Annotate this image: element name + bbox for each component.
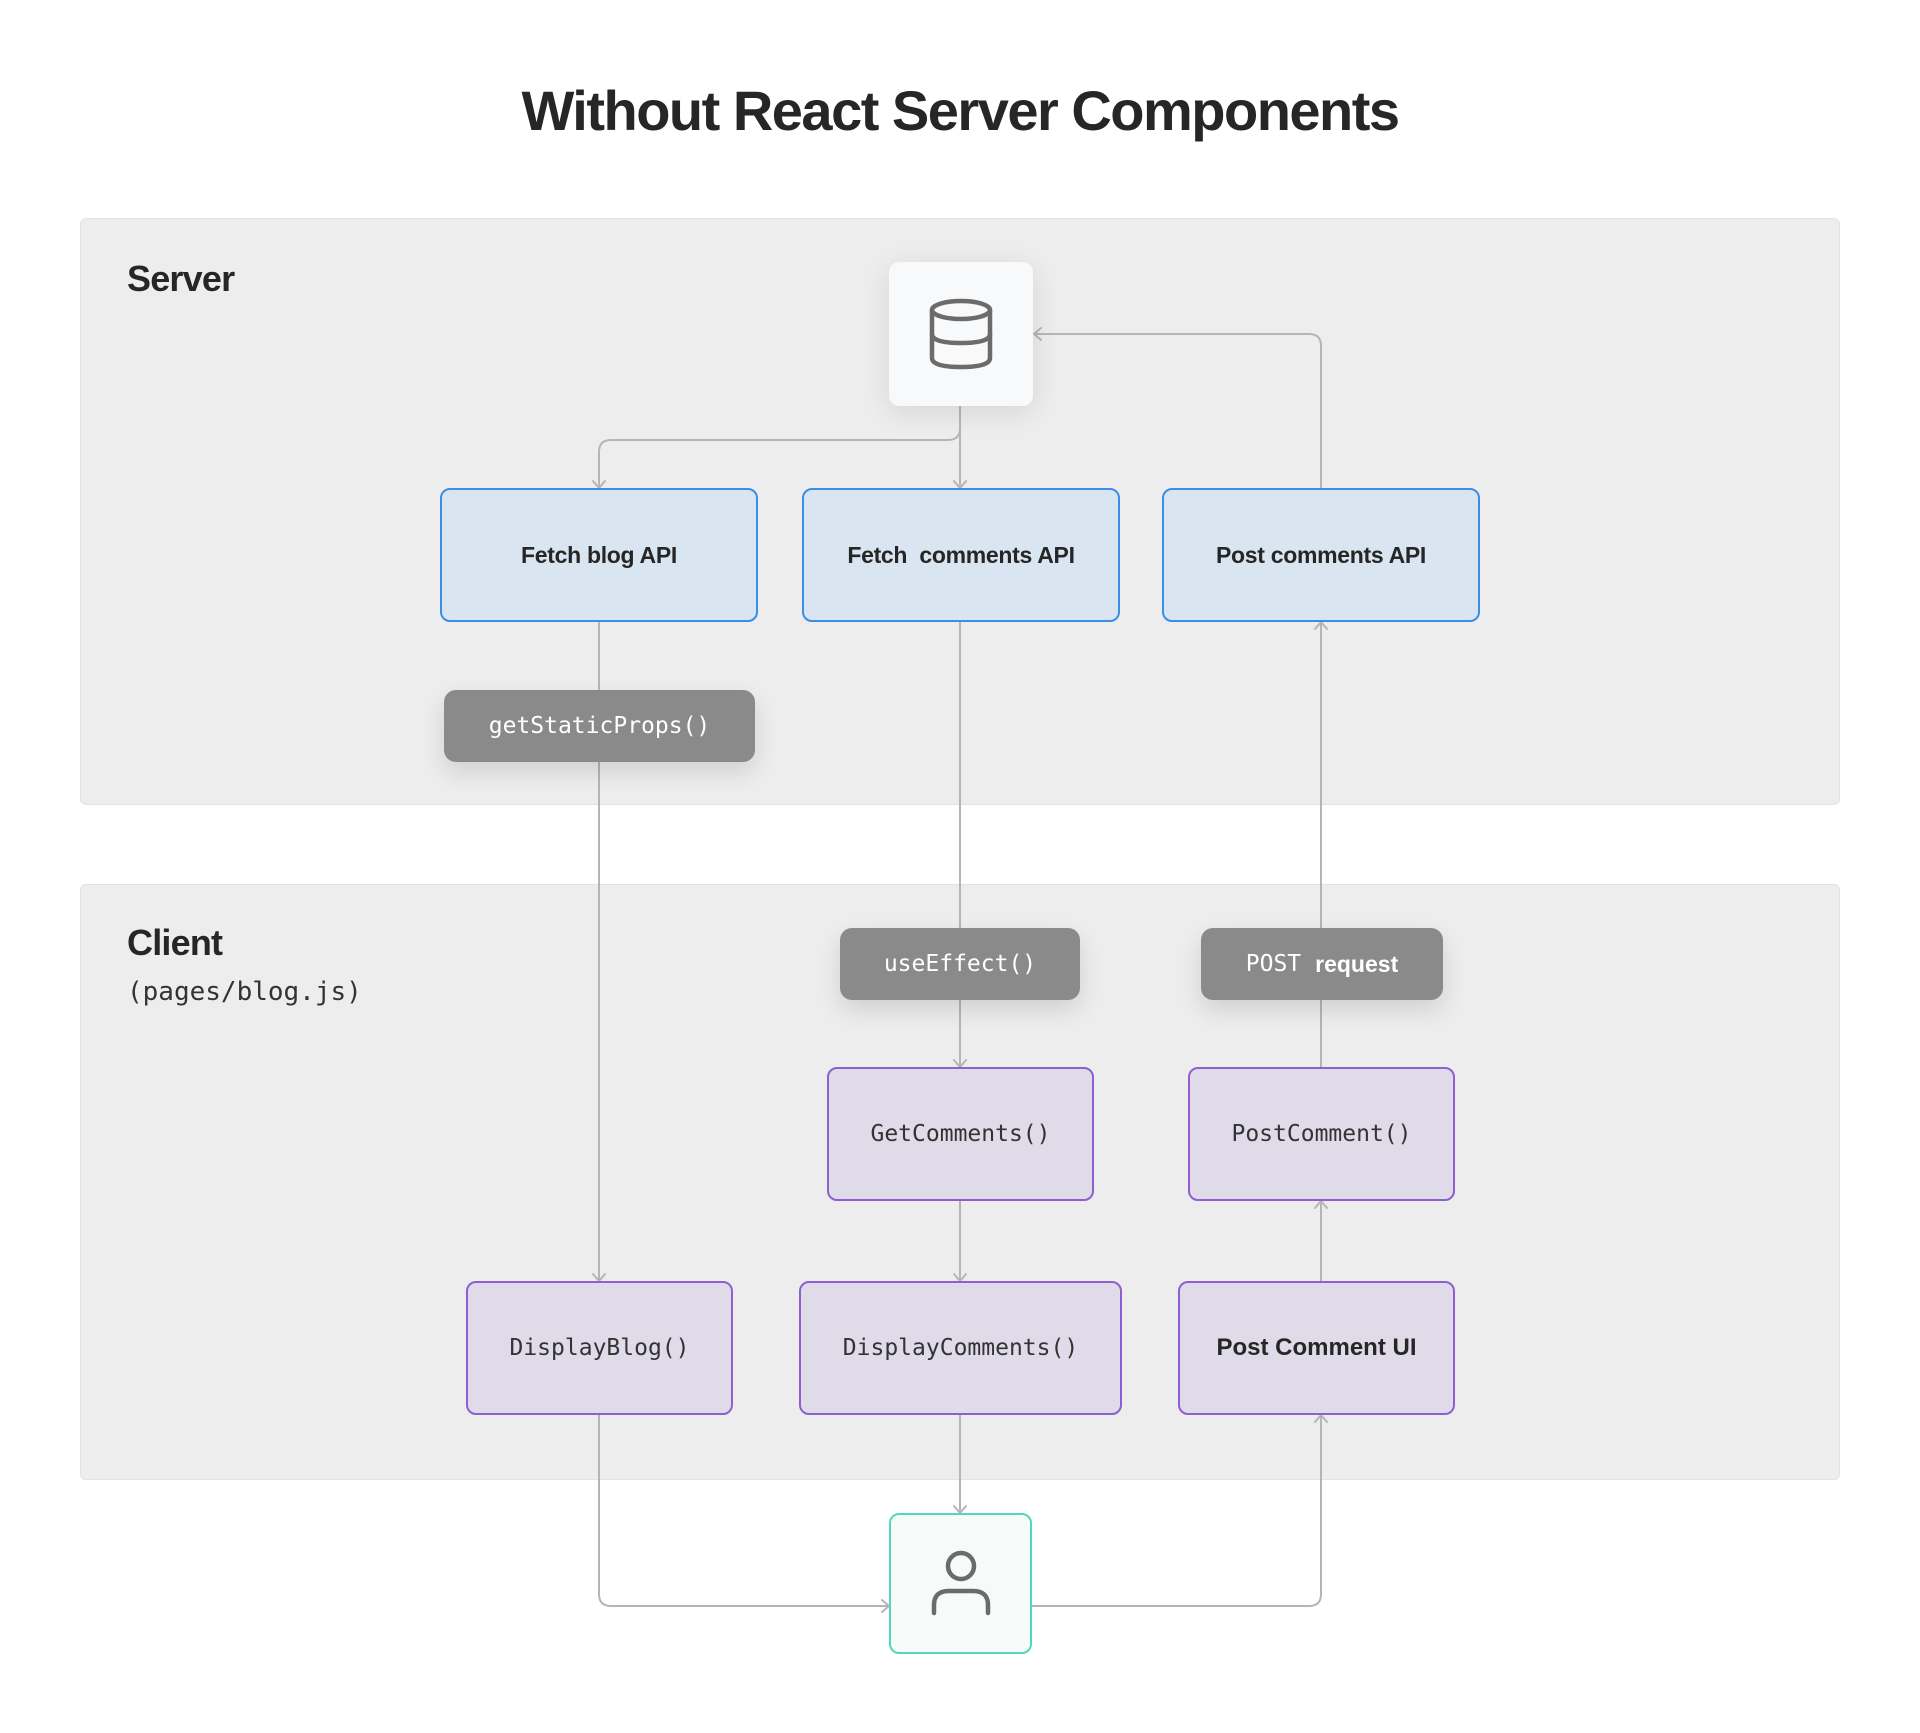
database-node	[889, 262, 1033, 406]
server-panel-label: Server	[127, 258, 235, 299]
user-node	[889, 1513, 1032, 1654]
use-effect-pill: useEffect()	[840, 928, 1080, 1000]
client-panel-sublabel: (pages/blog.js)	[127, 977, 362, 1007]
get-comments-node: GetComments()	[827, 1067, 1094, 1201]
post-request-pill: POST request	[1201, 928, 1443, 1000]
edge-display-blog-to-user	[598, 1414, 890, 1607]
client-panel-label: Client	[127, 922, 223, 963]
page-title: Without React Server Components	[521, 79, 1400, 142]
post-request-label: request	[1315, 950, 1399, 977]
arrowhead	[1314, 1200, 1328, 1209]
post-comment-node: PostComment()	[1188, 1067, 1455, 1201]
user-icon	[931, 1550, 990, 1615]
arrowhead	[1314, 1414, 1328, 1423]
arrowhead	[1314, 621, 1328, 630]
display-blog-node: DisplayBlog()	[466, 1281, 733, 1415]
fetch-blog-api-node: Fetch blog API	[440, 488, 758, 622]
post-request-method: POST	[1245, 951, 1302, 977]
edge-post-comments-to-database	[1033, 333, 1322, 489]
display-comments-node: DisplayComments()	[799, 1281, 1122, 1415]
post-comments-api-node: Post comments API	[1162, 488, 1480, 622]
post-comment-ui-node: Post Comment UI	[1178, 1281, 1455, 1415]
edge-user-to-post-comment-ui	[1031, 1414, 1322, 1607]
fetch-comments-api-node: Fetch comments API	[802, 488, 1120, 622]
database-icon	[929, 298, 993, 370]
arrowhead	[1033, 327, 1042, 341]
edge-database-to-fetch-blog	[598, 405, 961, 489]
get-static-props-pill: getStaticProps()	[444, 690, 755, 762]
